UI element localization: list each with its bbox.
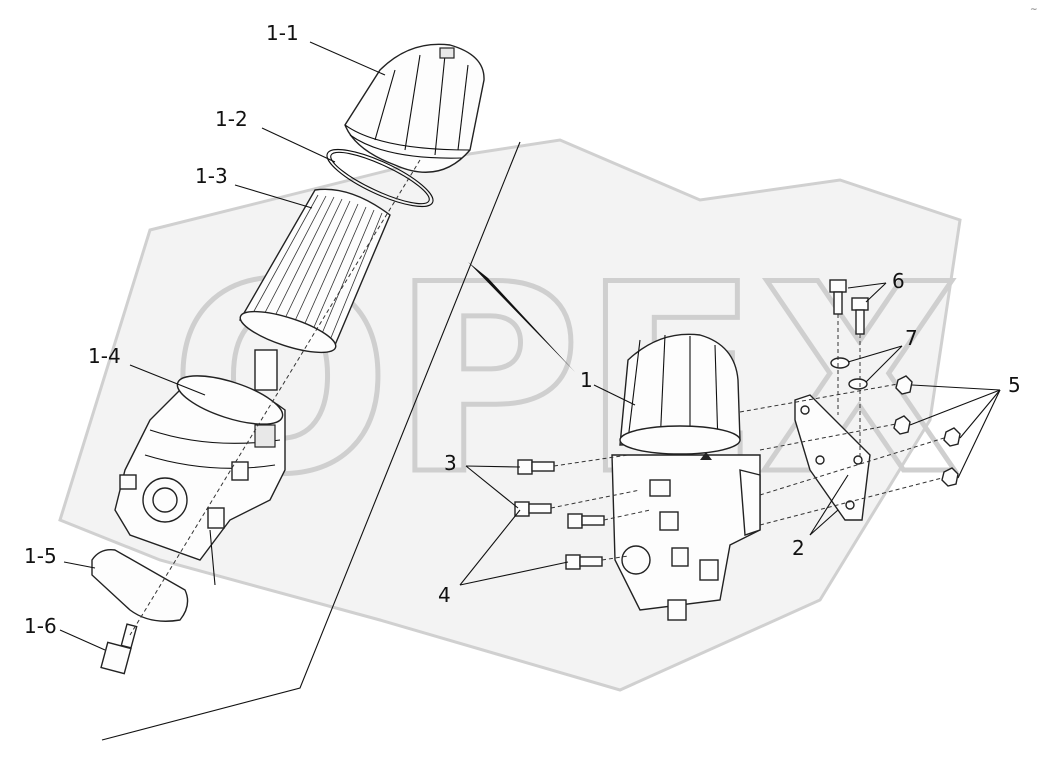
- part-filter-cap: [344, 43, 485, 173]
- part-o-ring: [326, 148, 434, 208]
- label-1-6: 1-6: [24, 614, 57, 638]
- label-2: 2: [792, 536, 805, 560]
- part-filter-element: [238, 188, 391, 391]
- part-assembled-separator: [611, 333, 761, 621]
- label-3: 3: [444, 451, 457, 475]
- label-1-1: 1-1: [266, 21, 299, 45]
- part-nuts-5: [893, 375, 961, 487]
- corner-mark: ~: [1030, 5, 1038, 15]
- label-1: 1: [580, 368, 593, 392]
- callout-labels: 1-1 1-2 1-3 1-4 1-5 1-6 1 2 3 4 5 6 7: [24, 21, 1021, 638]
- label-5: 5: [1008, 373, 1021, 397]
- part-bracket: [794, 394, 871, 521]
- detail-pointer: [468, 262, 575, 372]
- part-bolts-3-4: [514, 459, 605, 570]
- divider-line: [101, 141, 521, 741]
- label-1-5: 1-5: [24, 544, 57, 568]
- part-drain-plug: [100, 623, 138, 675]
- label-7: 7: [905, 326, 918, 350]
- part-bottom-cover: [91, 549, 189, 622]
- label-1-3: 1-3: [195, 164, 228, 188]
- label-1-2: 1-2: [215, 107, 248, 131]
- label-6: 6: [892, 269, 905, 293]
- label-4: 4: [438, 583, 451, 607]
- part-filter-housing: [114, 375, 286, 586]
- label-1-4: 1-4: [88, 344, 121, 368]
- part-washer: [830, 357, 850, 369]
- assembly-guide-lines: [550, 314, 945, 561]
- leader-lines: [59, 41, 1001, 651]
